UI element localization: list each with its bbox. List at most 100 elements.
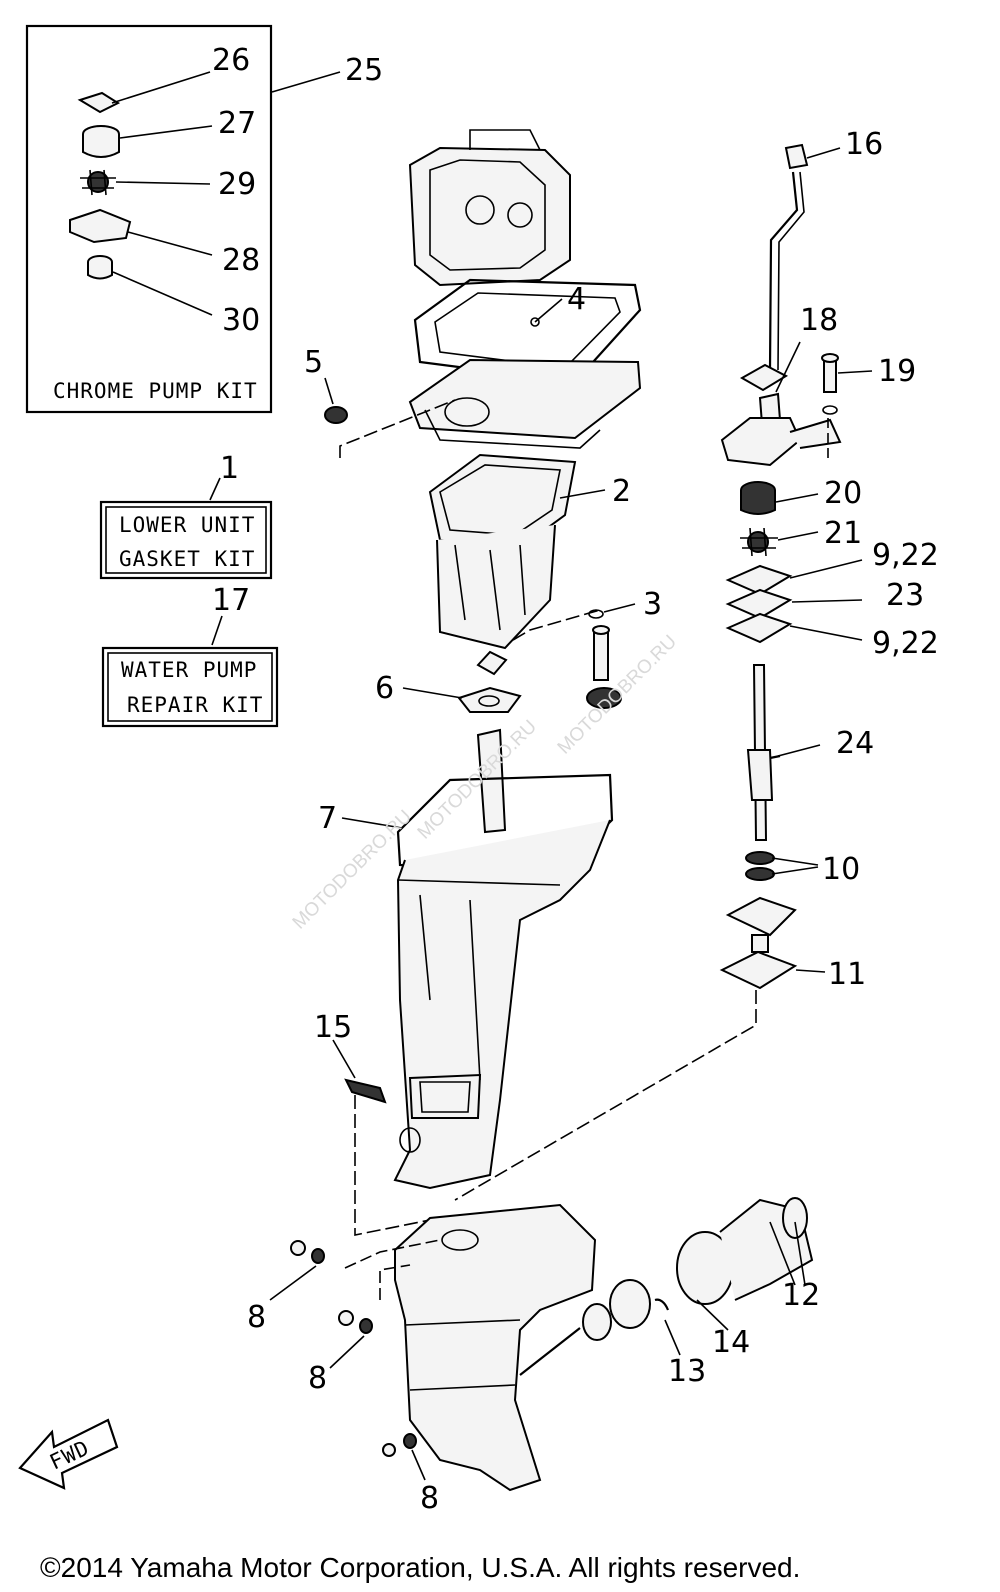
- leader-10b: [771, 866, 819, 875]
- dash-line-3: [512, 609, 601, 641]
- callout-23: 23: [886, 578, 924, 613]
- leader-2: [559, 489, 606, 499]
- leader-5: [324, 377, 334, 405]
- water-pump-repair-kit-line2: REPAIR KIT: [127, 693, 263, 717]
- pump-base: [725, 896, 797, 953]
- water-pump-repair-kit-frame: [101, 646, 279, 728]
- leader-6: [402, 687, 463, 699]
- bolt-19: [821, 353, 839, 415]
- leader-11: [795, 969, 826, 973]
- leader-17: [211, 615, 223, 646]
- leader-9-22-bottom: [789, 625, 863, 641]
- kit-seal-30: [87, 255, 113, 280]
- callout-8a: 8: [247, 1300, 266, 1335]
- gasket-6: [457, 686, 522, 713]
- leader-13: [664, 1319, 681, 1356]
- leader-8c: [411, 1449, 426, 1481]
- callout-2: 2: [612, 474, 631, 509]
- grommet-16: [784, 143, 809, 170]
- callout-17: 17: [212, 583, 250, 618]
- callout-19: 19: [878, 354, 916, 389]
- leader-20: [775, 493, 819, 503]
- lower-unit-gasket-kit-frame: [99, 500, 273, 580]
- leader-12b: [794, 1221, 806, 1286]
- callout-21: 21: [824, 516, 862, 551]
- exhaust-guide-2: [428, 453, 577, 650]
- callout-8b: 8: [308, 1361, 327, 1396]
- gasket-frame-4: [413, 278, 642, 384]
- washer-10b: [745, 867, 775, 881]
- leader-10a: [771, 857, 819, 866]
- fwd-arrow-icon: FWD: [18, 1418, 119, 1490]
- leader-27: [119, 125, 213, 139]
- callout-20: 20: [824, 476, 862, 511]
- leader-16: [806, 147, 841, 159]
- grommet-small: [476, 650, 508, 676]
- plate-23: [725, 588, 793, 620]
- callout-12: 12: [782, 1278, 820, 1313]
- callout-18: 18: [800, 303, 838, 338]
- watermark-3: MOTODOBRO.RU: [554, 631, 681, 758]
- callout-4: 4: [567, 282, 586, 317]
- leader-26: [111, 71, 211, 104]
- leader-30: [112, 271, 213, 316]
- leader-23: [791, 599, 863, 603]
- lower-unit-gasket-kit-line1: LOWER UNIT: [119, 513, 255, 537]
- bolt-8a: [290, 1240, 325, 1264]
- leader-28: [127, 231, 213, 256]
- powerhead-block: [408, 129, 571, 287]
- pump-housing-18: [720, 392, 842, 467]
- callout-10: 10: [822, 852, 860, 887]
- leader-25: [271, 71, 341, 93]
- leader-1: [209, 477, 221, 501]
- grommet: [586, 687, 622, 709]
- anode-15: [344, 1078, 387, 1104]
- callout-30: 30: [222, 303, 260, 338]
- chrome-pump-kit-frame: [25, 24, 273, 414]
- callout-25: 25: [345, 53, 383, 88]
- dash-line-15: [354, 1095, 441, 1236]
- water-pump-repair-kit-line1: WATER PUMP: [121, 658, 257, 682]
- propeller-shaft-assembly: [519, 1197, 814, 1376]
- fitting-3: [592, 625, 610, 681]
- callout-14: 14: [712, 1325, 750, 1360]
- gasket-9-22-bottom: [725, 612, 793, 644]
- bolt-8b: [338, 1310, 373, 1334]
- liner-20: [740, 481, 776, 515]
- chrome-pump-kit-label: CHROME PUMP KIT: [53, 379, 258, 403]
- callout-26: 26: [212, 43, 250, 78]
- dash-line-11: [454, 990, 757, 1201]
- watermark-1: MOTODOBRO.RU: [289, 806, 416, 933]
- leader-4: [534, 298, 563, 323]
- plate-under-18: [739, 363, 789, 392]
- gasket-11: [719, 950, 798, 990]
- dash-line-5: [339, 399, 456, 458]
- exhaust-plate: [408, 358, 642, 449]
- leader-8b: [329, 1335, 365, 1369]
- seal-5: [324, 406, 348, 424]
- driveshaft-housing: [393, 728, 614, 1190]
- callout-27: 27: [218, 106, 256, 141]
- bolt-8c: [382, 1433, 417, 1457]
- leader-3: [603, 603, 636, 613]
- driveshaft: [746, 664, 774, 841]
- callout-3: 3: [643, 587, 662, 622]
- callout-24: 24: [836, 726, 874, 761]
- kit-plate-26: [77, 91, 121, 114]
- leader-12a: [769, 1221, 796, 1286]
- kit-plate-28: [69, 208, 132, 244]
- callout-8c: 8: [420, 1481, 439, 1516]
- callout-15: 15: [314, 1010, 352, 1045]
- pin-24: [769, 754, 781, 760]
- leader-18: [775, 341, 801, 393]
- impeller-21: [740, 527, 778, 557]
- leader-7: [341, 817, 403, 829]
- callout-6: 6: [375, 671, 394, 706]
- leader-24: [777, 744, 821, 757]
- copyright-notice: ©2014 Yamaha Motor Corporation, U.S.A. A…: [40, 1552, 800, 1583]
- kit-liner-27: [82, 134, 120, 158]
- callout-7: 7: [318, 801, 337, 836]
- callout-11: 11: [828, 957, 866, 992]
- washer-10a: [745, 851, 775, 865]
